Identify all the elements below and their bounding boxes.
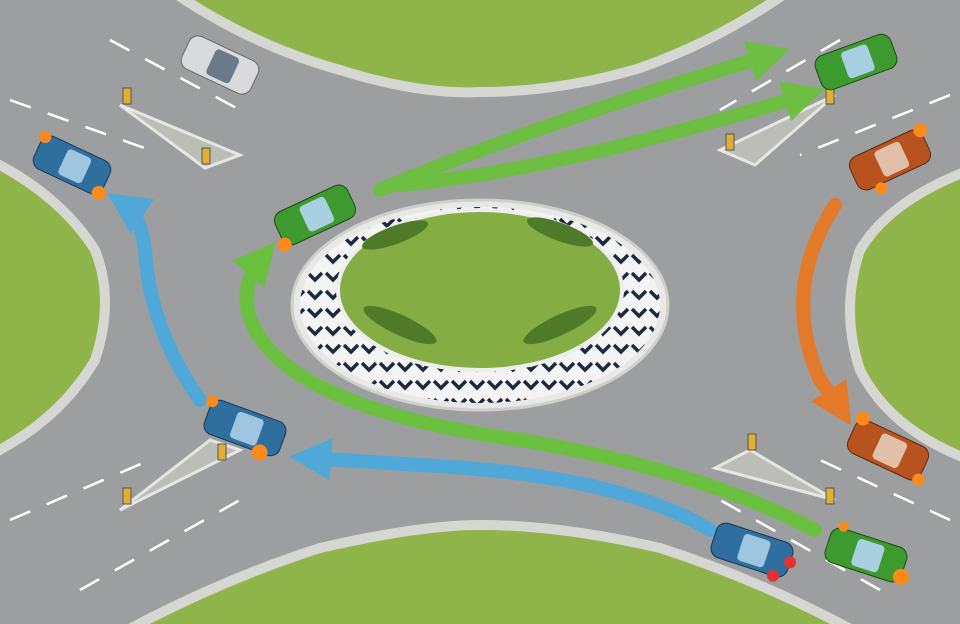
bollards xyxy=(122,87,835,505)
route-arrows xyxy=(107,40,852,537)
grass-top xyxy=(175,0,785,98)
blue-car-left-exit xyxy=(32,131,112,200)
silver-car-top-left xyxy=(180,35,260,95)
blue-arrow-right-turn xyxy=(289,438,717,537)
blue-arrow-left-exit xyxy=(107,193,207,407)
orange-arrow-left-turn xyxy=(796,198,852,426)
blue-car-roundabout xyxy=(203,395,287,461)
grass-bottom xyxy=(128,519,852,624)
cars xyxy=(32,33,932,585)
blue-car-bottom xyxy=(710,522,797,582)
green-arrow-ahead-upper xyxy=(373,40,791,197)
green-car-bottom xyxy=(824,521,909,585)
lane-markings xyxy=(9,38,951,592)
orange-car-right-top xyxy=(848,123,932,195)
flower-beds xyxy=(361,217,597,345)
central-island xyxy=(290,198,670,412)
green-arrow-around xyxy=(232,241,822,537)
green-car-top-right xyxy=(814,33,898,91)
grass-right xyxy=(845,168,960,462)
orange-car-right-bottom xyxy=(846,411,930,486)
green-car-roundabout xyxy=(273,184,357,252)
grass-left xyxy=(0,159,110,456)
green-arrow-ahead-lower xyxy=(393,81,826,192)
